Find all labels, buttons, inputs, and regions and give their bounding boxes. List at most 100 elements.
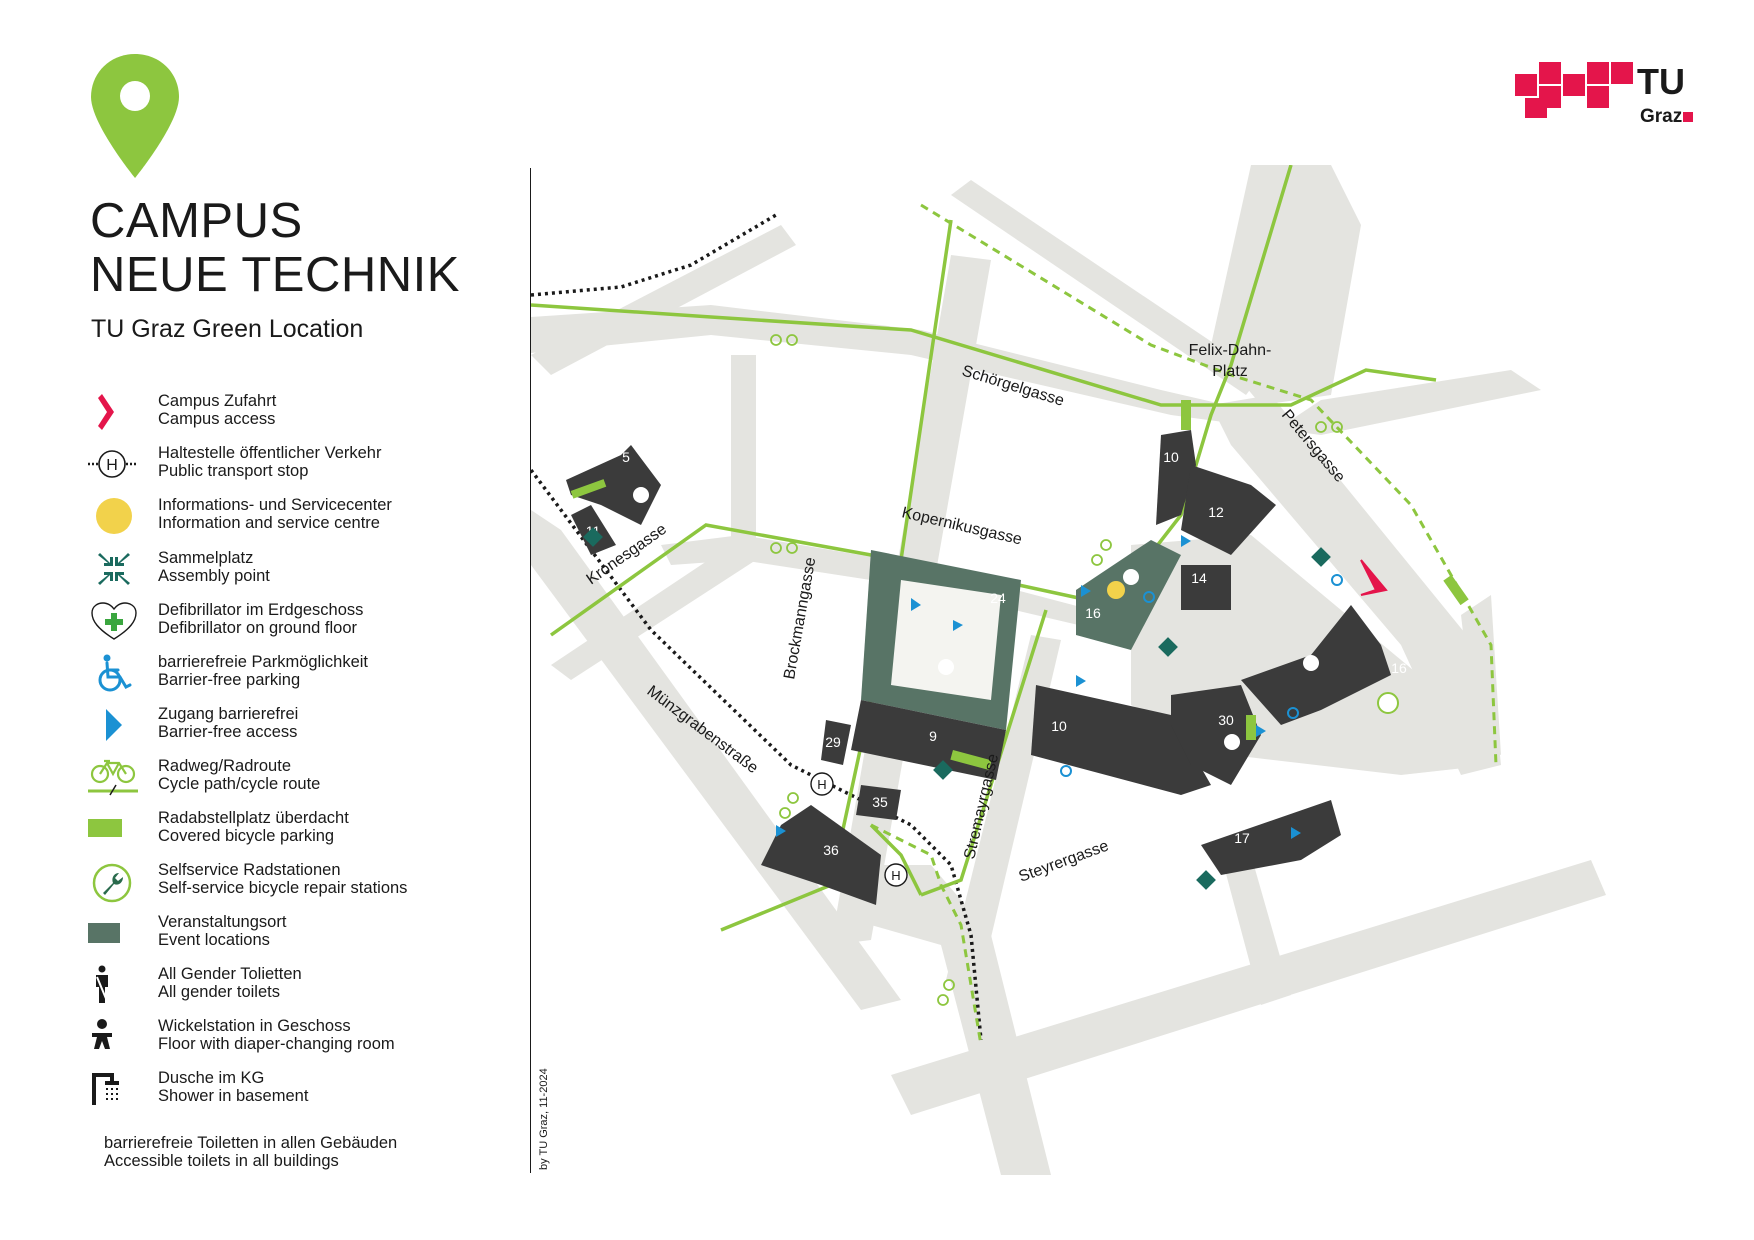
svg-text:10: 10 [1163, 449, 1179, 465]
bicycle-icon [770, 334, 798, 346]
street-steyrergasse: Steyrergasse [1017, 838, 1111, 886]
wrench-icon [1377, 692, 1399, 714]
baby-changing-icon [92, 1019, 112, 1049]
street-brockmanngasse: Brockmanngasse [781, 556, 819, 681]
barrier-free-access-icon [776, 825, 786, 837]
road-left-diagonal [531, 510, 901, 1010]
defibrillator-markers [633, 487, 1319, 750]
barrier-free-access-icon [1256, 725, 1266, 737]
road-top-left [531, 225, 796, 375]
dashed-cycle-routes [870, 203, 1498, 1046]
assembly-point-icon [1158, 637, 1178, 657]
road-lower-main [871, 865, 1051, 1175]
building-12 [1181, 465, 1276, 555]
road-felix-north [1211, 165, 1361, 405]
assembly-point-icon [98, 553, 130, 585]
building-10-top [1156, 430, 1196, 525]
bicycle-icon [1091, 539, 1112, 566]
bicycle-icon [1315, 421, 1343, 433]
assembly-point-icon [1196, 870, 1216, 890]
campus-access-icon [1360, 559, 1388, 596]
svg-text:Graz: Graz [1640, 106, 1682, 127]
campus-access-icon [98, 394, 114, 430]
building-30 [1171, 685, 1261, 785]
road-kopernikusgasse [661, 535, 1121, 635]
building-36 [761, 805, 881, 905]
bus-stop-icon [810, 772, 834, 796]
defibrillator-icon [91, 602, 137, 640]
road-stremayrgasse [946, 635, 1061, 980]
svg-text:5: 5 [622, 449, 630, 465]
bike-parking [570, 400, 1469, 771]
svg-text:30: 30 [1218, 712, 1234, 728]
campus-map: 5 11 24 9 29 35 36 16 10 12 14 10 30 16 … [531, 165, 1606, 1175]
bus-stop-icon: H [88, 450, 136, 478]
wrench-icon [92, 863, 132, 903]
title-line-2: NEUE TECHNIK [90, 248, 460, 302]
building-16-center [1076, 540, 1181, 650]
barrier-free-access-icon [953, 620, 963, 631]
svg-text:9: 9 [929, 728, 937, 744]
info-center-icon [1107, 581, 1125, 599]
svg-text:TU: TU [1637, 62, 1685, 102]
svg-text:16: 16 [1391, 660, 1407, 676]
barrier-free-access-icon [1291, 827, 1301, 839]
tu-graz-logo: TU Graz [1515, 62, 1693, 127]
svg-text:16: 16 [1085, 605, 1101, 621]
barrier-free-access-icon [911, 598, 921, 611]
wheelchair-icon [1331, 574, 1343, 586]
event-location-icon [88, 923, 120, 943]
wheelchair-markers [1060, 574, 1343, 777]
svg-text:17: 17 [1234, 830, 1250, 846]
road-right-edge [1461, 595, 1501, 755]
road-lower-right-vertical [1221, 855, 1291, 1005]
building-35 [856, 785, 901, 820]
bicycle-markers [770, 334, 1343, 1006]
info-center-icon [96, 498, 132, 534]
svg-text:36: 36 [823, 842, 839, 858]
page-subtitle: TU Graz Green Location [91, 315, 364, 343]
shower-icon [92, 1073, 119, 1105]
road-schoergelgasse [531, 305, 1541, 435]
barrier-free-access-icon [106, 709, 122, 741]
bicycle-icon [88, 759, 138, 796]
bicycle-icon [779, 792, 799, 819]
wheelchair-icon [1143, 591, 1155, 603]
place-felix-dahn-line2: Platz [1212, 363, 1248, 380]
barrier-free-access-icon [1081, 585, 1091, 597]
road-steyrergasse [891, 860, 1606, 1115]
svg-text:24: 24 [990, 590, 1006, 606]
building-29 [821, 720, 851, 765]
defibrillator-icon [1303, 655, 1319, 671]
wheelchair-icon [1287, 707, 1299, 719]
bus-stop-icon [884, 863, 908, 887]
bike-parking-icon [88, 819, 122, 837]
building-5 [566, 445, 661, 525]
wheelchair-icon [98, 654, 132, 692]
barrier-free-access-icon [1076, 675, 1086, 687]
barrier-free-access-icon [1181, 535, 1191, 547]
title-line-1: CAMPUS [90, 194, 303, 248]
svg-text:35: 35 [872, 794, 888, 810]
page-title: CAMPUS NEUE TECHNIK [90, 194, 460, 302]
wheelchair-icon [1060, 765, 1072, 777]
road-top-diagonal [951, 180, 1261, 395]
bicycle-icon [937, 979, 955, 1006]
svg-text:29: 29 [825, 734, 841, 750]
courtyard-24 [891, 580, 1001, 700]
defibrillator-icon [1123, 569, 1139, 585]
building-labels: 5 11 24 9 29 35 36 16 10 12 14 10 30 16 … [586, 449, 1407, 858]
svg-text:14: 14 [1191, 570, 1207, 586]
road-left-vertical [731, 355, 756, 545]
